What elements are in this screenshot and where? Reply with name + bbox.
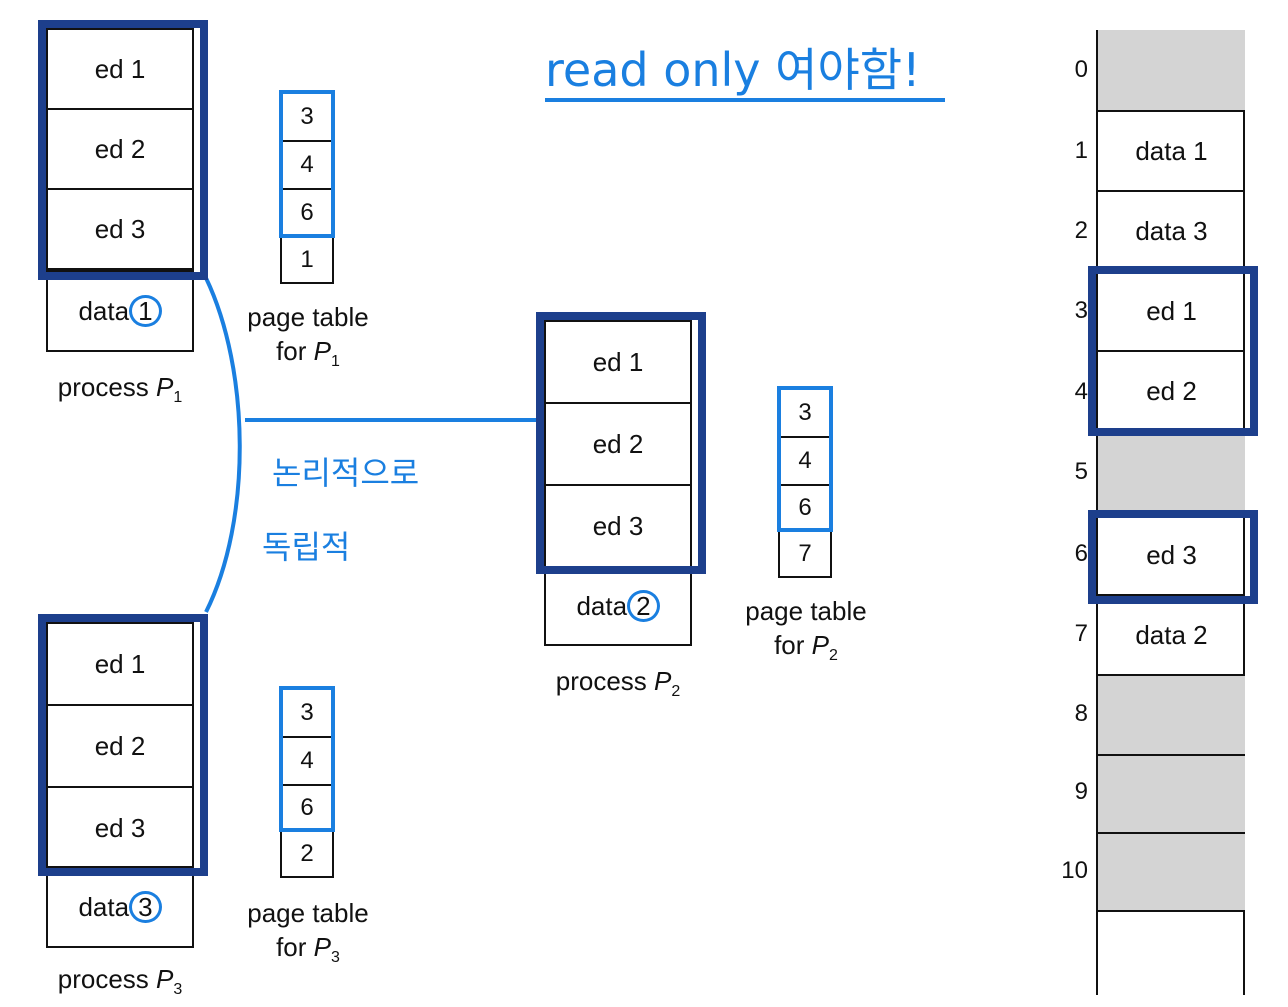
frame-7: data 2: [1098, 594, 1245, 674]
frame-number-0: 0: [1074, 56, 1088, 83]
frame-number-3: 3: [1074, 297, 1088, 324]
frame-number-2: 2: [1074, 217, 1088, 244]
frame-8: [1098, 674, 1245, 754]
frame-5: [1098, 432, 1245, 512]
frame-1: data 1: [1098, 110, 1245, 190]
frame-number-7: 7: [1074, 620, 1088, 647]
p2-shared-highlight: [536, 312, 706, 574]
p1-page-ed1: ed 1: [46, 28, 194, 110]
frame-number-6: 6: [1074, 540, 1088, 567]
p1-page-ed3: ed 3: [46, 188, 194, 270]
frame-number-9: 9: [1074, 778, 1088, 805]
p2-page-ed2: ed 2: [544, 402, 692, 486]
memory-shared-ed3-highlight: [1088, 510, 1258, 604]
p3-page-ed1: ed 1: [46, 622, 194, 706]
logically-note: 논리적으로: [272, 454, 420, 492]
p1-shared-highlight: [38, 20, 208, 280]
frame-number-4: 4: [1074, 378, 1088, 405]
frame-4: ed 2: [1098, 350, 1245, 430]
pt2-caption: page table for P2: [745, 596, 867, 664]
pt3-caption: page table for P3: [247, 898, 369, 966]
p1-page-ed2: ed 2: [46, 108, 194, 190]
p2-data-num: 2: [627, 590, 660, 622]
pt3-entry-3: 2: [280, 830, 334, 878]
pt3-entry-2: 6: [280, 784, 334, 832]
p1-caption: process P1: [57, 372, 183, 406]
p3-caption: process P3: [57, 964, 183, 998]
frame-number-10: 10: [1061, 857, 1088, 884]
frame-10: [1098, 832, 1245, 912]
p3-shared-highlight: [38, 614, 208, 876]
p2-caption: process P2: [555, 666, 681, 700]
connector-curve: [204, 277, 242, 613]
p1-data-label: data: [78, 295, 130, 326]
pt1-caption: page table for P1: [247, 302, 369, 370]
p1-data-num: 1: [129, 295, 162, 327]
frame-9: [1098, 754, 1245, 834]
pt2-shared-highlight: [777, 386, 833, 532]
p3-data-label: data: [78, 891, 130, 922]
p2-page-ed1: ed 1: [544, 320, 692, 404]
pt1-entry-3: 1: [280, 236, 334, 284]
pt2-entry-3: 7: [778, 530, 832, 578]
memory-shared-ed1-ed2-highlight: [1088, 266, 1258, 436]
pt1-shared-highlight: [279, 90, 335, 238]
p3-data-num: 3: [129, 891, 162, 923]
independent-note: 독립적: [262, 528, 351, 566]
frame-number-5: 5: [1074, 458, 1088, 485]
pt3-shared-highlight: [279, 686, 335, 832]
frame-2: data 3: [1098, 190, 1245, 270]
p3-page-ed3: ed 3: [46, 786, 194, 870]
frame-number-8: 8: [1074, 700, 1088, 727]
read-only-note: read only 여야함!: [545, 43, 921, 97]
p2-data-label: data: [576, 590, 628, 621]
frame-0: [1098, 30, 1245, 110]
frame-number-1: 1: [1074, 137, 1088, 164]
